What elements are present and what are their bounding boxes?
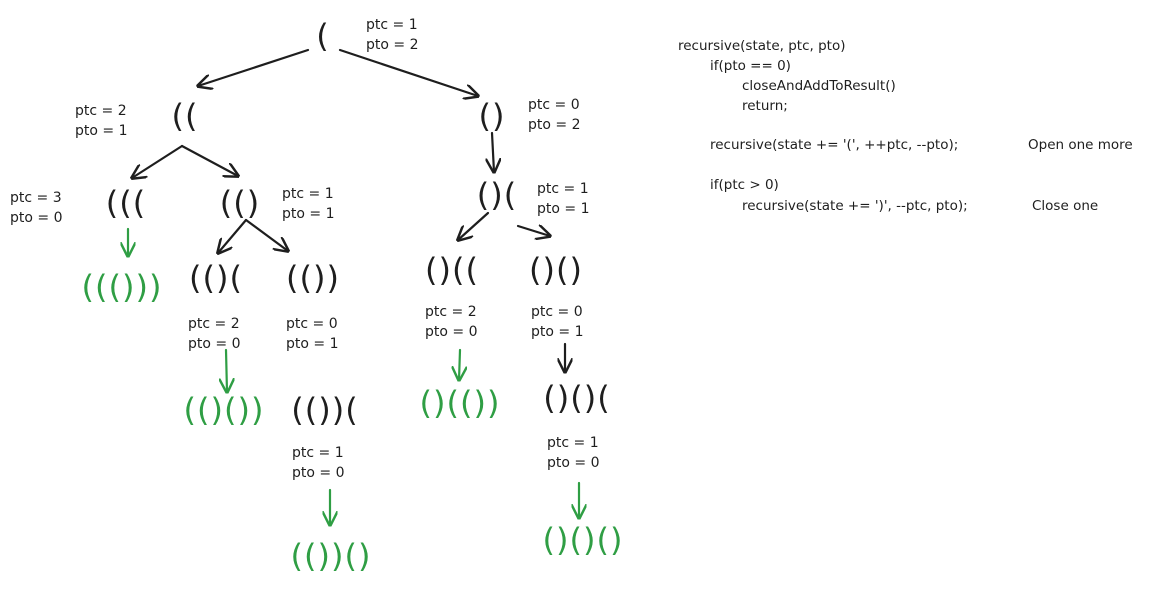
pto-label: pto = 0	[425, 324, 477, 340]
result-node: ()()()	[543, 521, 624, 559]
pto-label: pto = 2	[366, 37, 418, 53]
branch-arrow	[492, 131, 494, 172]
pseudo-code: recursive(state, ptc, pto) if(pto == 0) …	[678, 38, 1133, 214]
pto-label: pto = 1	[286, 336, 338, 352]
branch-arrow	[218, 218, 248, 253]
edges	[128, 48, 579, 525]
branch-arrow	[132, 144, 184, 178]
code-line-if-ptc: if(ptc > 0)	[710, 177, 779, 193]
ptc-label: ptc = 2	[75, 103, 127, 119]
state-node: ()((	[425, 251, 479, 289]
state-node: (()(	[189, 259, 243, 297]
pto-label: pto = 0	[547, 455, 599, 471]
node-labels: ptc = 1 pto = 2 ptc = 2 pto = 1 ptc = 0 pto =…	[10, 17, 599, 481]
code-comment-close: Close one	[1032, 198, 1098, 214]
ptc-label: ptc = 1	[537, 181, 589, 197]
code-line-close-add: closeAndAddToResult()	[742, 78, 896, 94]
result-node: (())()	[291, 537, 372, 575]
branch-arrow	[338, 48, 478, 96]
pto-label: pto = 1	[531, 324, 583, 340]
ptc-label: ptc = 2	[425, 304, 477, 320]
result-node: (()())	[184, 391, 265, 429]
pto-label: pto = 2	[528, 117, 580, 133]
ptc-label: ptc = 2	[188, 316, 240, 332]
ptc-label: ptc = 1	[282, 186, 334, 202]
ptc-label: ptc = 1	[547, 435, 599, 451]
pto-label: pto = 1	[75, 123, 127, 139]
code-comment-open: Open one more	[1028, 137, 1133, 153]
pto-label: pto = 0	[188, 336, 240, 352]
branch-arrow	[244, 218, 288, 251]
ptc-label: ptc = 3	[10, 190, 62, 206]
code-line-return: return;	[742, 98, 788, 114]
pto-label: pto = 1	[282, 206, 334, 222]
state-node: ()	[479, 97, 506, 135]
result-arrow	[459, 348, 460, 380]
ptc-label: ptc = 1	[292, 445, 344, 461]
code-line-if-pto: if(pto == 0)	[710, 58, 791, 74]
result-node: ((()))	[82, 268, 163, 306]
result-arrow	[226, 348, 227, 392]
state-node: (()	[220, 184, 260, 222]
state-node: ()()	[529, 251, 583, 289]
ptc-label: ptc = 0	[528, 97, 580, 113]
pto-label: pto = 0	[292, 465, 344, 481]
state-node: ((	[172, 97, 199, 135]
ptc-label: ptc = 0	[531, 304, 583, 320]
ptc-label: ptc = 1	[366, 17, 418, 33]
pto-label: pto = 0	[10, 210, 62, 226]
branch-arrow	[516, 226, 550, 236]
ptc-label: ptc = 0	[286, 316, 338, 332]
state-node: (())(	[291, 391, 358, 429]
state-node: (())	[286, 259, 340, 297]
branch-arrow	[458, 211, 490, 240]
branch-arrow	[198, 48, 310, 86]
code-line-recurse-close: recursive(state += ')', --ptc, pto);	[742, 198, 968, 214]
code-line-signature: recursive(state, ptc, pto)	[678, 38, 845, 54]
state-node: (((	[106, 184, 146, 222]
state-node: ()()(	[543, 379, 610, 417]
result-node: ()(())	[420, 384, 501, 422]
branch-arrow	[180, 144, 238, 176]
state-node: (	[316, 17, 329, 55]
code-line-recurse-open: recursive(state += '(', ++ptc, --pto);	[710, 137, 958, 153]
pto-label: pto = 1	[537, 201, 589, 217]
state-node: ()(	[477, 176, 517, 214]
nodes: (((()((((()()(((()))(()((())()((()()(()(…	[82, 17, 624, 575]
